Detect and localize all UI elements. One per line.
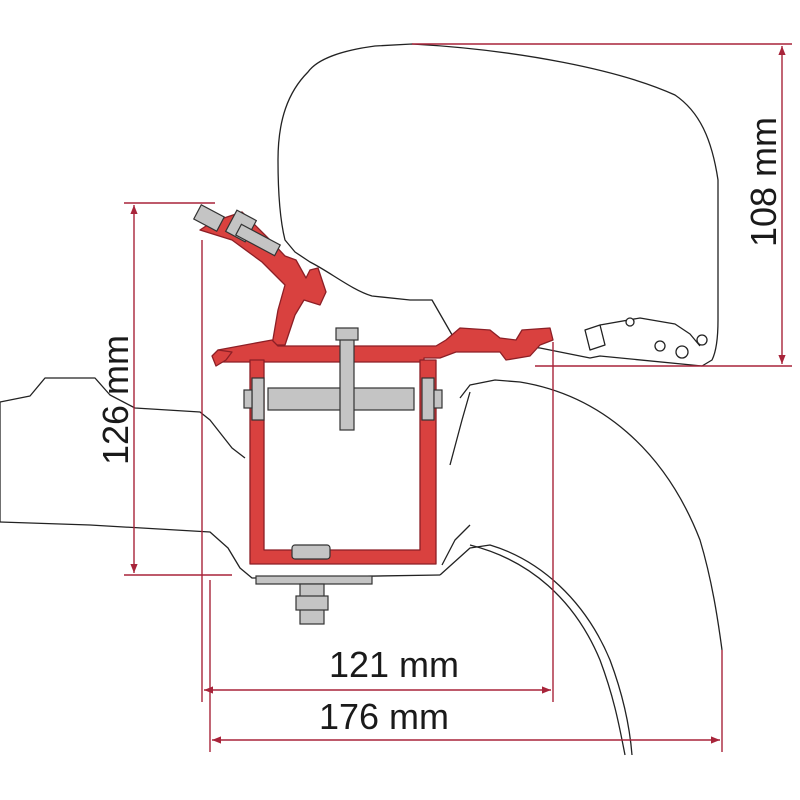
van-body [0,377,723,756]
awning-cassette [277,43,719,367]
dimension-labels: 108 mm 126 mm 121 mm 176 mm [95,117,784,737]
dimension-lines [124,43,792,752]
label-126mm: 126 mm [95,335,136,465]
adapter-bracket [199,211,554,565]
mounting-hardware [192,204,443,625]
label-176mm: 176 mm [319,696,449,737]
label-121mm: 121 mm [329,644,459,685]
label-108mm: 108 mm [743,117,784,247]
